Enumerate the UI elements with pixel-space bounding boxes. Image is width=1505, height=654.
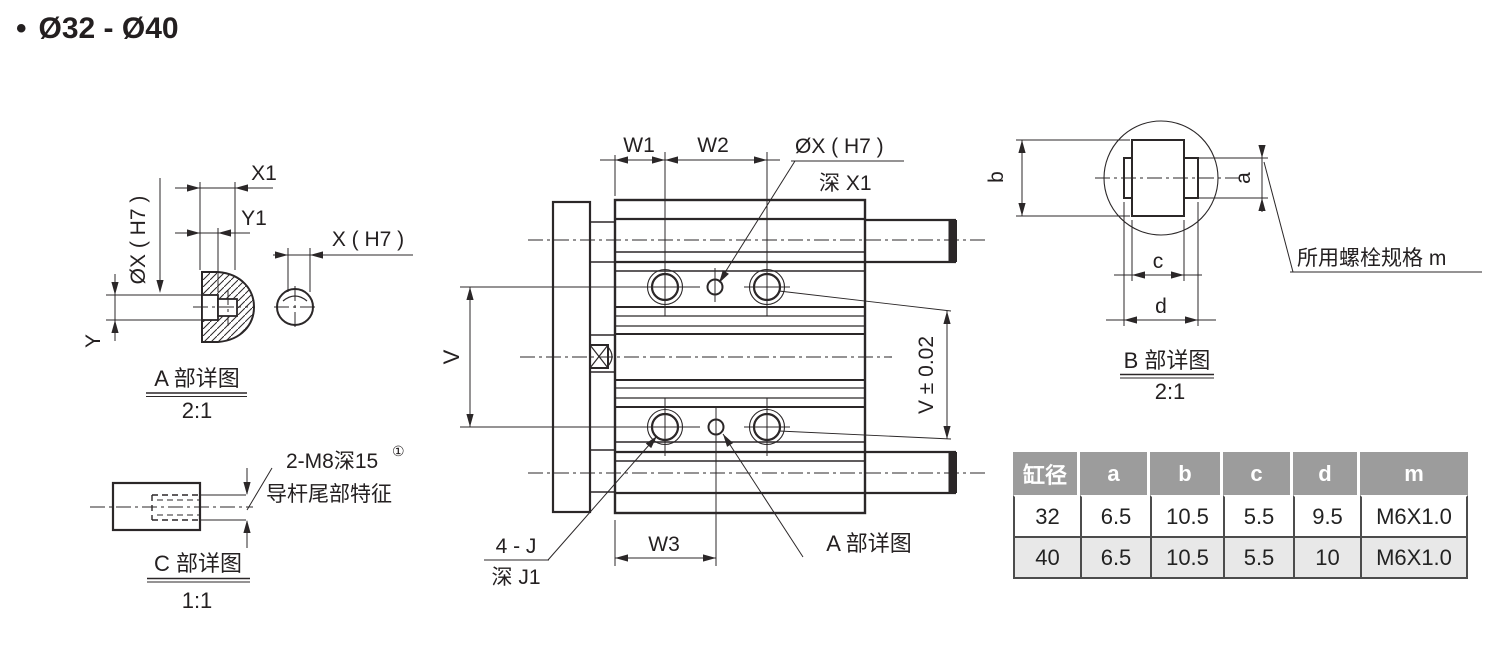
spec-col-c: c [1223,452,1293,495]
detail-b-view: b a c d 所用螺栓规格 m B 部详图 2:1 [985,120,1482,404]
spec-cell: 10 [1293,538,1360,579]
spec-col-m: m [1360,452,1468,495]
main-corner-hole-note: 4 - J [496,535,537,558]
spec-col-bore: 缸径 [1013,452,1080,495]
spec-row-40: 40 6.5 10.5 5.5 10 M6X1.0 [1013,538,1468,579]
detail-b-caption: B 部详图 [1124,348,1211,373]
detail-b-dim-c: c [1153,250,1164,273]
main-view: W1 W2 ØX ( H7 ) 深 X1 V V ± 0.02 W3 4 - J… [439,134,988,589]
spec-cell: 10.5 [1150,538,1223,579]
detail-c-caption: C 部详图 [154,551,242,576]
main-dim-v: V [439,349,464,364]
detail-b-bolt-note: 所用螺栓规格 m [1297,247,1446,270]
detail-a-caption: A 部详图 [154,366,240,391]
main-dim-w3: W3 [648,533,680,556]
detail-b-dim-a: a [1232,172,1255,184]
title-bullet: • [16,12,27,45]
spec-col-d: d [1293,452,1360,495]
spec-cell: 6.5 [1080,538,1150,579]
detail-b-scale: 2:1 [1155,379,1186,404]
spec-col-a: a [1080,452,1150,495]
detail-b-dim-d: d [1155,295,1167,318]
detail-c-view: 2-M8深15 ① 导杆尾部特征 C 部详图 1:1 [90,443,405,613]
spec-cell: 5.5 [1223,538,1293,579]
spec-cell: 9.5 [1293,495,1360,538]
main-dim-w1: W1 [623,134,655,157]
main-hole-note-depth: 深 X1 [819,172,872,195]
spec-row-32: 32 6.5 10.5 5.5 9.5 M6X1.0 [1013,495,1468,538]
spec-cell: M6X1.0 [1360,495,1468,538]
main-piston-rod-top [865,218,957,264]
detail-a-dim-dx: ØX ( H7 ) [127,196,150,285]
detail-c-scale: 1:1 [182,588,213,613]
spec-cell: 10.5 [1150,495,1223,538]
detail-c-feature-note: 导杆尾部特征 [266,483,392,506]
spec-cell: 6.5 [1080,495,1150,538]
spec-col-b: b [1150,452,1223,495]
detail-c-thread-note: 2-M8深15 [286,450,378,473]
detail-b-dim-b: b [985,171,1008,183]
detail-a-view: X1 Y1 ØX ( H7 ) X ( H7 ) Y A 部详图 2:1 [82,162,413,423]
main-corner-hole-depth: 深 J1 [491,566,540,589]
title-text: Ø32 - Ø40 [38,12,179,45]
spec-cell: 40 [1013,538,1080,579]
main-dim-v-tol: V ± 0.02 [915,336,938,414]
main-detail-a-ref: A 部详图 [826,531,912,556]
detail-a-scale: 2:1 [182,398,213,423]
main-dim-w2: W2 [697,134,729,157]
detail-a-dim-y: Y [82,334,105,348]
spec-table: 缸径 a b c d m 32 6.5 10.5 5.5 9.5 M6X1.0 … [1013,452,1468,579]
detail-a-dim-y1: Y1 [241,207,267,230]
spec-cell: 32 [1013,495,1080,538]
detail-a-dim-x: X ( H7 ) [332,228,404,251]
spec-cell: M6X1.0 [1360,538,1468,579]
detail-a-dim-x1: X1 [251,162,277,185]
detail-c-thread-note-sup: ① [392,443,405,459]
spec-header-row: 缸径 a b c d m [1013,452,1468,495]
page-title: • Ø32 - Ø40 [16,12,179,46]
main-hole-note-dia: ØX ( H7 ) [795,135,884,158]
spec-cell: 5.5 [1223,495,1293,538]
